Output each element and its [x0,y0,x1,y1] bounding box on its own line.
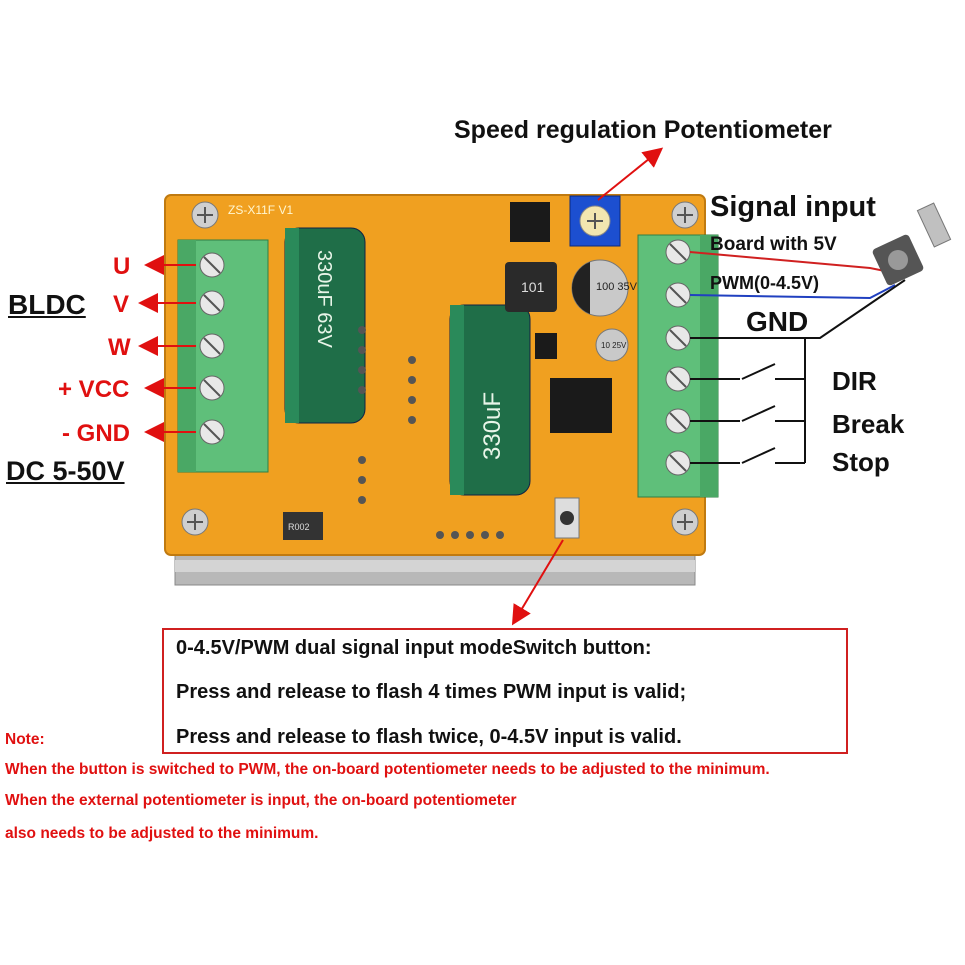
svg-text:101: 101 [521,279,545,295]
dir-label: DIR [832,366,877,396]
w-label: W [108,334,131,361]
capacitor-330uf-left: 330uF 63V [284,227,366,424]
signal-input-label: Signal input [710,191,876,223]
left-arrows [138,255,196,442]
speed-pot-label: Speed regulation Potentiometer [454,116,832,144]
transistor [535,333,557,359]
info-line-1: 0-4.5V/PWM dual signal input modeSwitch … [176,637,652,659]
note-line-2: When the external potentiometer is input… [5,792,517,809]
mode-switch-button [554,497,580,539]
inductor: 101 [505,262,557,312]
button-arrow [511,539,564,626]
u-label: U [113,253,131,280]
svg-text:100 35V: 100 35V [596,281,638,293]
screw-icon [191,201,219,229]
screw-icon [181,508,209,536]
stop-label: Stop [832,447,890,477]
resistor-r002 [283,512,323,540]
model-silk: ZS-X11F V1 [228,203,293,217]
board-5v-label: Board with 5V [710,234,837,255]
v-label: V [113,291,130,318]
break-label: Break [832,409,905,439]
pwm-label: PWM(0-4.5V) [710,273,820,293]
bldc-label: BLDC [8,289,86,320]
gnd-left-label: - GND [62,420,130,447]
ic-chip [550,378,612,433]
note-line-1: When the button is switched to PWM, the … [5,761,770,778]
control-switches [690,338,806,464]
pot-arrow [597,147,664,201]
note-line-3: also needs to be adjusted to the minimum… [5,825,319,842]
note-title: Note: [5,731,45,748]
info-line-2: Press and release to flash 4 times PWM i… [176,681,687,703]
info-box: 0-4.5V/PWM dual signal input modeSwitch … [162,628,848,754]
ic-regulator [510,202,550,242]
onboard-potentiometer [569,195,621,247]
capacitor-35v: 100 35V [571,259,638,317]
gnd-right-label: GND [746,306,809,337]
capacitor-330uf-center: 330uF [449,304,531,496]
svg-text:10 25V: 10 25V [601,341,627,350]
vcc-label: + VCC [58,376,130,403]
svg-text:R002: R002 [288,522,310,532]
capacitor-25v: 10 25V [595,328,629,362]
right-terminal-block [637,234,719,498]
svg-text:330uF 63V: 330uF 63V [313,250,335,349]
external-potentiometer-icon [872,202,952,286]
screw-icon [671,508,699,536]
solder-pads [358,326,504,539]
screw-icon [671,201,699,229]
left-terminal-block [177,239,269,473]
info-line-3: Press and release to flash twice, 0-4.5V… [176,726,682,748]
dc-label: DC 5-50V [6,456,125,486]
svg-text:330uF: 330uF [479,392,506,460]
